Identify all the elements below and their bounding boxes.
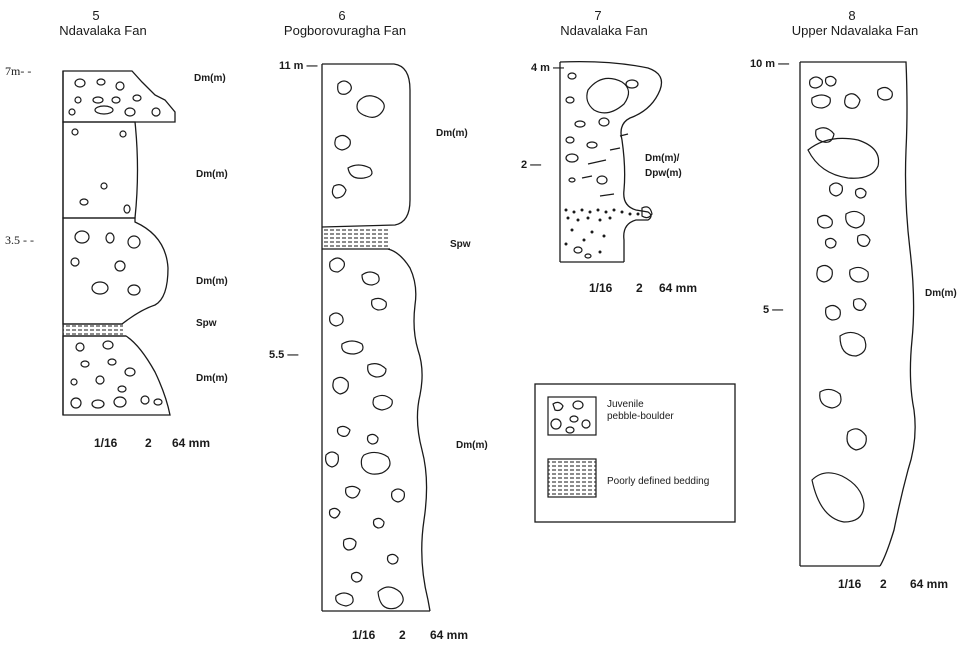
column-7-facies-2: Dpw(m) <box>645 168 682 179</box>
column-6-grain-label-coarse: 64 mm <box>430 628 468 642</box>
column-8-depth-mid: 5 — <box>763 304 783 316</box>
column-7-facies-1: Dm(m)/ <box>645 153 680 164</box>
column-6-bedding-band <box>322 227 390 249</box>
column-5-number: 5 <box>92 8 99 23</box>
column-6-facies-1: Dm(m) <box>436 128 468 139</box>
column-5-unit-3 <box>62 217 169 325</box>
column-5-depth-top: 7m- - <box>5 64 31 78</box>
column-7-grain-label-mid: 2 <box>636 281 643 295</box>
column-7: 7 Ndavalaka Fan 4 m — 2 — <box>521 8 697 295</box>
column-5-unit-2 <box>62 121 139 219</box>
legend-item-2-line-1: Poorly defined bedding <box>607 476 709 487</box>
column-7-depth-top: 4 m — <box>531 62 564 74</box>
column-5-facies-3: Dm(m) <box>196 276 228 287</box>
column-7-outline <box>559 60 663 262</box>
column-7-gravel-dots <box>564 208 640 254</box>
column-5-unit-4 <box>62 335 171 416</box>
column-5-depth-mid: 3.5 - - <box>5 233 34 247</box>
column-5-facies-2: Dm(m) <box>196 169 228 180</box>
column-5-facies-5: Dm(m) <box>196 373 228 384</box>
column-8-facies-1: Dm(m) <box>925 288 957 299</box>
column-8-number: 8 <box>848 8 855 23</box>
column-6-unit-2 <box>387 248 431 612</box>
column-6-facies-2: Spw <box>450 239 471 250</box>
column-6-clasts <box>325 80 405 610</box>
legend-item-1-line-1: Juvenile <box>607 399 644 410</box>
column-6-grain-label-mid: 2 <box>399 628 406 642</box>
column-6: 6 Pogborovuragha Fan 11 m — 5.5 — <box>269 8 488 642</box>
column-8-grain-label-coarse: 64 mm <box>910 577 948 591</box>
clast-pattern-icon <box>547 396 597 436</box>
column-8-depth-top: 10 m — <box>750 58 789 70</box>
column-8-clasts <box>807 75 893 523</box>
column-8-grain-label-mid: 2 <box>880 577 887 591</box>
column-8-grain-label-fine: 1/16 <box>838 577 862 591</box>
column-7-grain-label-fine: 1/16 <box>589 281 613 295</box>
legend-item-1-line-2: pebble-boulder <box>607 411 674 422</box>
column-5-facies-4: Spw <box>196 318 217 329</box>
column-5: 5 Ndavalaka Fan 7m- - 3.5 - - <box>5 8 228 450</box>
column-7-clasts <box>564 72 653 259</box>
column-7-number: 7 <box>594 8 601 23</box>
column-6-grain-label-fine: 1/16 <box>352 628 376 642</box>
column-7-depth-mid: 2 — <box>521 159 541 171</box>
column-6-depth-mid: 5.5 — <box>269 349 298 361</box>
legend: Juvenile pebble-boulder Poorly defined b… <box>534 383 736 523</box>
column-7-grain-label-coarse: 64 mm <box>659 281 697 295</box>
column-8-outline <box>800 61 916 567</box>
column-8-name: Upper Ndavalaka Fan <box>792 23 918 38</box>
column-5-grain-label-mid: 2 <box>145 436 152 450</box>
bedding-pattern-icon <box>547 458 597 498</box>
column-5-bedding-band <box>63 324 123 336</box>
column-6-name: Pogborovuragha Fan <box>284 23 406 38</box>
column-8: 8 Upper Ndavalaka Fan 10 m — 5 — <box>750 8 957 591</box>
column-5-grain-label-fine: 1/16 <box>94 436 118 450</box>
column-5-name: Ndavalaka Fan <box>59 23 146 38</box>
legend-box <box>534 383 736 523</box>
column-5-grain-label-coarse: 64 mm <box>172 436 210 450</box>
column-6-depth-top: 11 m — <box>279 60 318 72</box>
column-7-name: Ndavalaka Fan <box>560 23 647 38</box>
column-5-facies-1: Dm(m) <box>194 73 226 84</box>
column-6-facies-3: Dm(m) <box>456 440 488 451</box>
column-6-unit-1 <box>321 63 411 228</box>
column-6-number: 6 <box>338 8 345 23</box>
column-5-clasts <box>68 78 163 409</box>
